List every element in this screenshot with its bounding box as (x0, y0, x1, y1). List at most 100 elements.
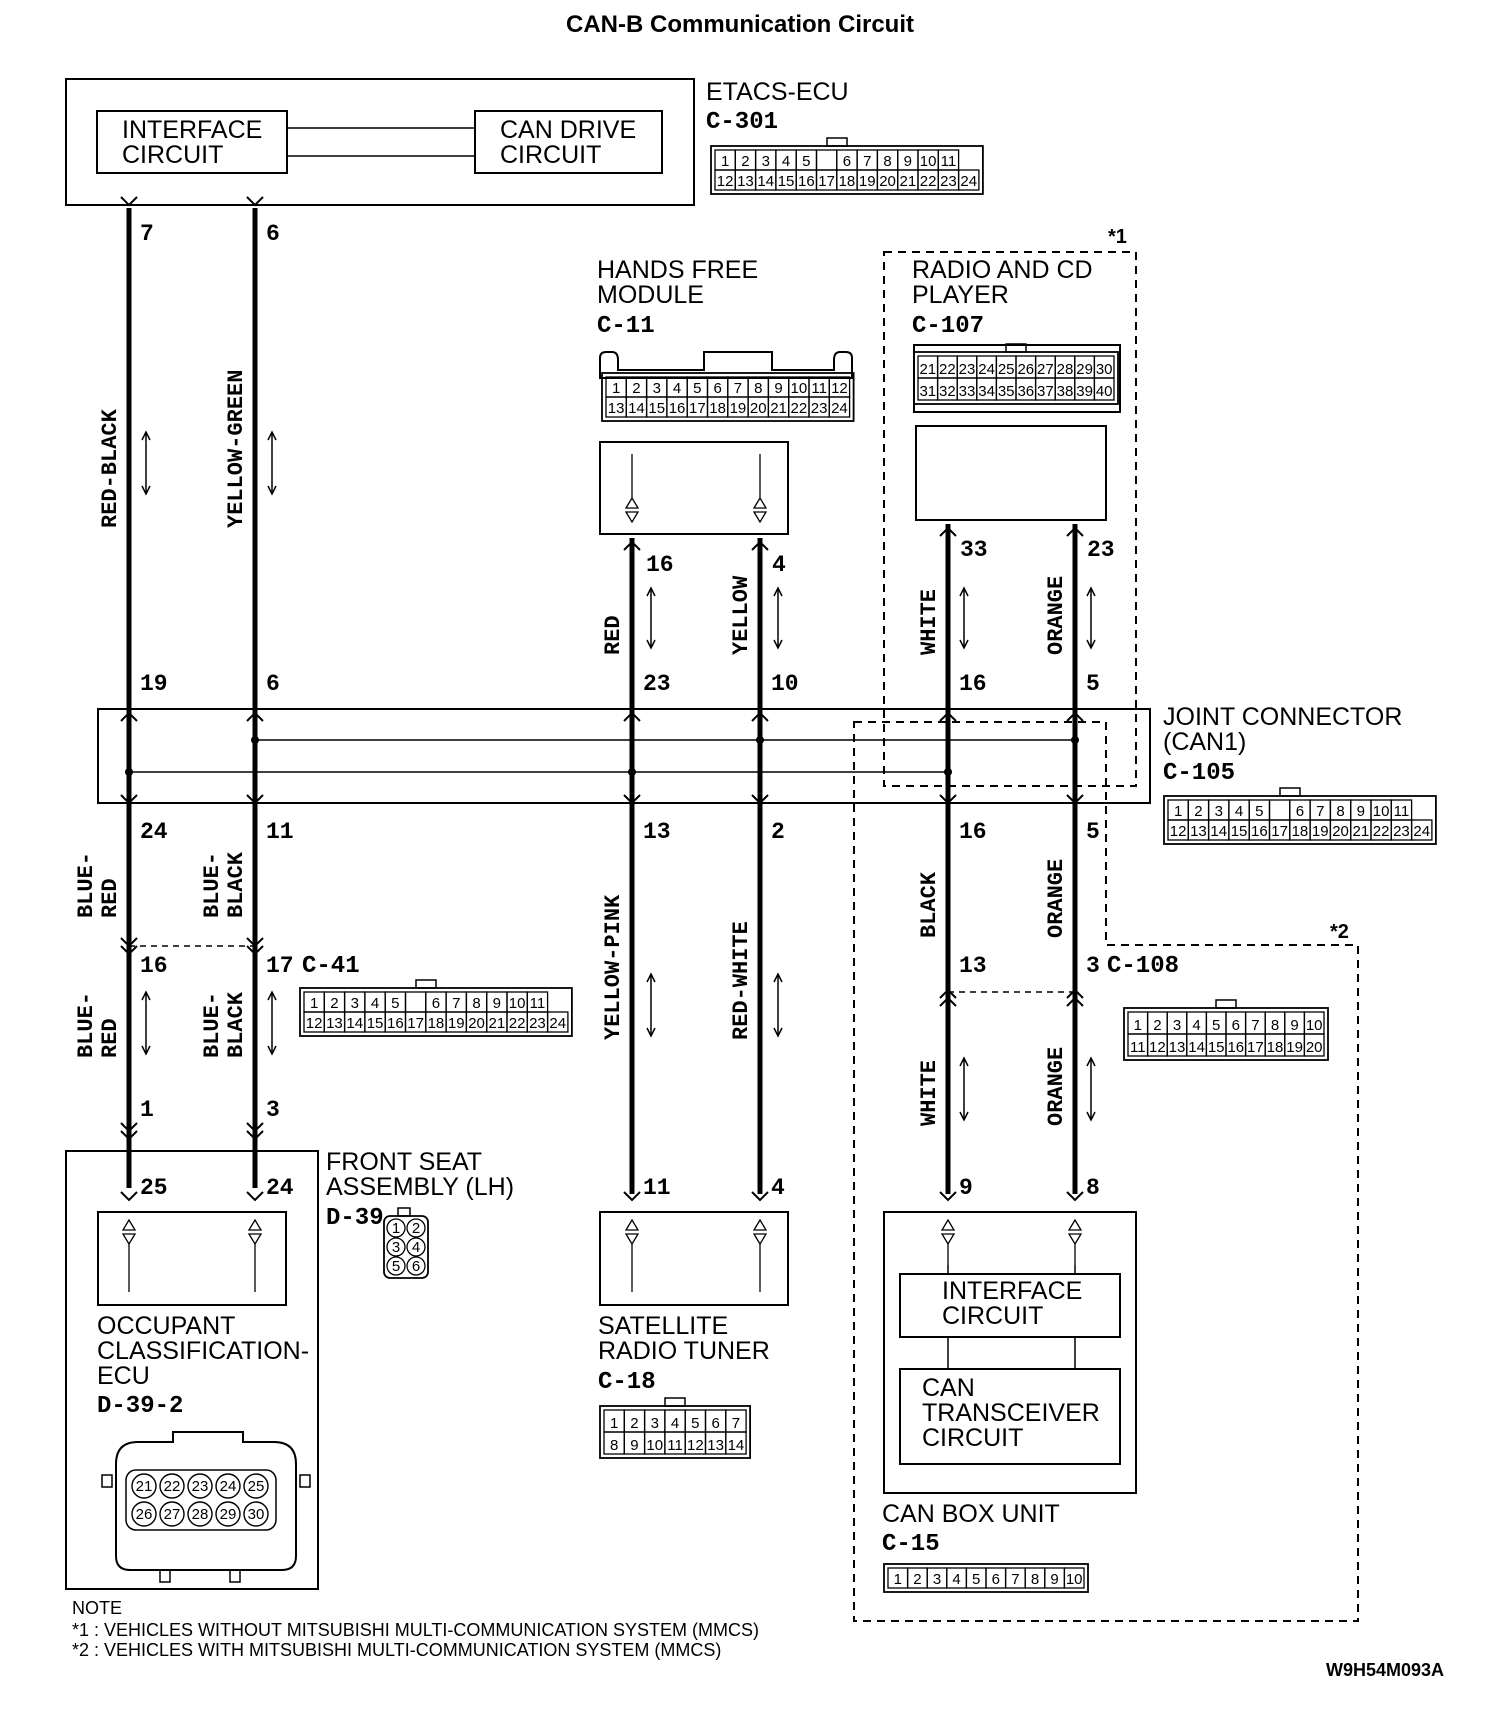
connector-cell-label: 13 (1190, 823, 1207, 840)
mark2-boundary (853, 721, 1359, 1622)
connector-cell-label: 2 (1194, 803, 1202, 820)
connector-cell-label: 6 (412, 1258, 420, 1275)
pin-c41-bottom-1: 1 (140, 1097, 154, 1123)
connector-cell-label: 20 (1306, 1039, 1323, 1056)
lead-mark (752, 511, 768, 524)
pin-joint-top-6: 5 (1086, 671, 1100, 697)
joint-name: JOINT CONNECTOR (1163, 703, 1402, 731)
connector-cell-label: 4 (1192, 1017, 1200, 1034)
connector-cell-label: 2 (632, 380, 640, 397)
note-1: *1 : VEHICLES WITHOUT MITSUBISHI MULTI-C… (72, 1620, 759, 1640)
wire-blue-red-2b: RED (98, 1018, 123, 1058)
arrow-head (646, 1027, 656, 1038)
connector-cell-label: 22 (164, 1478, 181, 1495)
terminal-mark (120, 1130, 138, 1141)
pin-hands-free-a: 16 (646, 552, 674, 578)
connector-cell-label: 1 (1134, 1017, 1142, 1034)
wire-white-bottom: WHITE (917, 1060, 942, 1126)
connector-cell-label: 12 (717, 173, 734, 190)
connector-outline (383, 1215, 429, 1279)
pin-c41-top-1: 16 (140, 953, 168, 979)
terminal-mark (246, 1130, 264, 1141)
connector-cell-label: 6 (843, 153, 851, 170)
connector-key (397, 1207, 411, 1217)
terminal-mark (246, 937, 264, 948)
canbox-interface-label: INTERFACE (942, 1277, 1082, 1305)
c108-mark: *2 (1330, 921, 1349, 943)
connector-cell-label: 19 (730, 400, 747, 417)
terminal-mark (1066, 526, 1084, 537)
wire-blue-black-2b: BLACK (224, 991, 249, 1058)
connector-cell-label: 12 (687, 1437, 704, 1454)
connector-cell-label: 16 (1251, 823, 1268, 840)
connector-cell-label: 11 (667, 1437, 683, 1454)
terminal-mark (120, 1191, 138, 1202)
connector-cell-label: 29 (220, 1506, 237, 1523)
connector-cell-label: 18 (1292, 823, 1309, 840)
connector-cell-label: 22 (920, 173, 937, 190)
terminal-mark (939, 711, 957, 722)
connector-key (664, 1397, 686, 1407)
pin-hands-free-b: 4 (772, 552, 786, 578)
connector-cell-label: 39 (1076, 383, 1093, 400)
connector-cell-label: 13 (737, 173, 754, 190)
connector-cell-label: 13 (326, 1015, 343, 1032)
arrow-head (959, 639, 969, 650)
canbox-connector-id: C-15 (882, 1531, 940, 1558)
connector-cell-label: 9 (1357, 803, 1365, 820)
connector-cell-label: 3 (392, 1239, 400, 1256)
connector-cell-label: 24 (220, 1478, 237, 1495)
connector-cell-label: 7 (1011, 1571, 1019, 1588)
wire-blue-red-1b: RED (98, 878, 123, 918)
connector-cell (386, 1218, 406, 1238)
connector-cell-label: 6 (711, 1415, 719, 1432)
connector-cell-label: 12 (306, 1015, 323, 1032)
occupant-name-3: ECU (97, 1362, 150, 1390)
c108-connector-id: C-108 (1107, 953, 1179, 980)
terminal-mark (939, 1191, 957, 1202)
wire-blue-red-2a: BLUE- (74, 992, 99, 1058)
lead-mark (121, 1233, 137, 1246)
radio-name: RADIO AND CD (912, 256, 1093, 284)
terminal-mark (751, 540, 769, 551)
connector-cell (1063, 1567, 1085, 1589)
connector-cell (725, 1431, 747, 1455)
connector-cell-label: 23 (529, 1015, 546, 1032)
arrow-head (1086, 586, 1096, 597)
connector-cell-label: 16 (669, 400, 686, 417)
wire-orange-mid: ORANGE (1044, 859, 1069, 938)
wire-red-black: RED-BLACK (98, 408, 123, 528)
connector-cell-label: 23 (1393, 823, 1410, 840)
connector-cell-label: 15 (778, 173, 795, 190)
joint-connector-id: C-105 (1163, 760, 1235, 787)
connector-cell-label: 14 (728, 1437, 745, 1454)
connector-cell-label: 21 (900, 173, 917, 190)
etacs-interface-label-2: CIRCUIT (122, 141, 223, 169)
connector-cell-label: 4 (671, 1415, 679, 1432)
joint-name-2: (CAN1) (1163, 728, 1246, 756)
connector-cell-label: 28 (192, 1506, 209, 1523)
pin-canbox-a: 9 (959, 1175, 973, 1201)
connector-cell (386, 1237, 406, 1257)
terminal-mark (751, 794, 769, 805)
wire-yellow-pink: YELLOW-PINK (601, 894, 626, 1040)
pin-canbox-b: 8 (1086, 1175, 1100, 1201)
arrow-head (959, 586, 969, 597)
connector-cell-label: 4 (1235, 803, 1243, 820)
arrow-head (646, 586, 656, 597)
connector-cell-label: 30 (1096, 361, 1113, 378)
pin-joint-top-2: 6 (266, 671, 280, 697)
canbox-name: CAN BOX UNIT (882, 1500, 1060, 1528)
connector-cell (404, 991, 427, 1013)
etacs-candrive-label: CAN DRIVE (500, 116, 636, 144)
wire-orange-bottom: ORANGE (1044, 1047, 1069, 1126)
arrow-head (773, 586, 783, 597)
connector-cell-label: 4 (371, 995, 379, 1012)
connector-cell (159, 1501, 185, 1527)
connector-cell-label: 10 (920, 153, 937, 170)
connector-cell-label: 8 (883, 153, 891, 170)
